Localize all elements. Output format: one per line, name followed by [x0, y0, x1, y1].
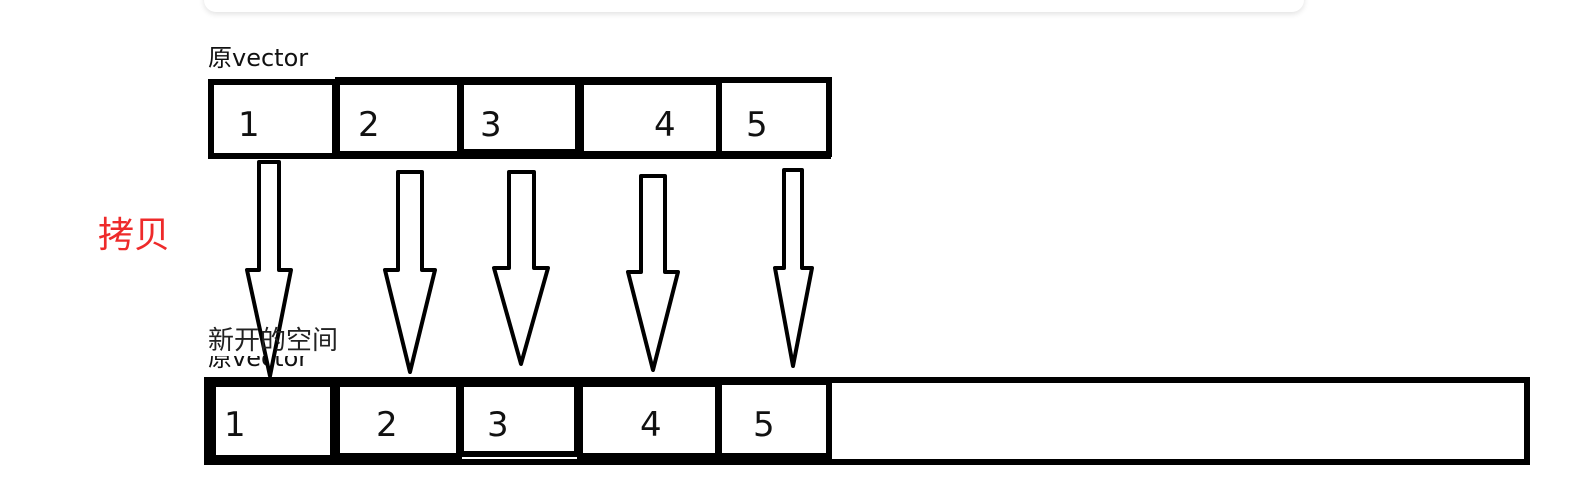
original-cell-5-box: [716, 77, 832, 157]
new-cell-5: 5: [753, 405, 775, 445]
original-cell-2-box: [334, 79, 464, 157]
original-vector-label-partial-text: 原vector: [208, 356, 309, 370]
original-cell-4: 4: [654, 105, 676, 145]
copy-arrow-2: [383, 170, 437, 374]
new-cell-4: 4: [640, 405, 662, 445]
new-cell-3: 3: [487, 405, 509, 445]
original-vector-label: 原vector: [208, 44, 309, 72]
original-cell-3: 3: [480, 105, 502, 145]
original-vector-label-partial: 原vector: [208, 356, 338, 370]
original-cell-3-box: [457, 79, 581, 155]
original-cell-1-box: [208, 79, 338, 159]
original-cell-4-box: [578, 79, 722, 157]
new-space: [204, 377, 1530, 465]
top-card: [204, 0, 1304, 12]
copy-arrow-3: [492, 170, 550, 366]
copy-arrow-1: [245, 160, 293, 378]
copy-arrow-5: [773, 168, 814, 368]
new-cell-5-box: [716, 379, 832, 459]
original-vector: [208, 77, 832, 159]
original-cell-5: 5: [746, 105, 768, 145]
new-cell-3-box: [458, 381, 580, 457]
new-cell-2-box: [334, 381, 462, 459]
original-cell-2: 2: [358, 105, 380, 145]
copy-arrows: [245, 160, 814, 378]
new-space-outer: [204, 377, 1530, 465]
copy-arrow-4: [626, 174, 680, 372]
new-cell-1-box: [210, 381, 336, 461]
new-cell-2: 2: [376, 405, 398, 445]
copy-label: 拷贝: [98, 215, 171, 256]
new-cell-1: 1: [224, 405, 246, 445]
new-space-label: 新开的空间: [208, 326, 339, 356]
original-cell-1: 1: [238, 105, 260, 145]
